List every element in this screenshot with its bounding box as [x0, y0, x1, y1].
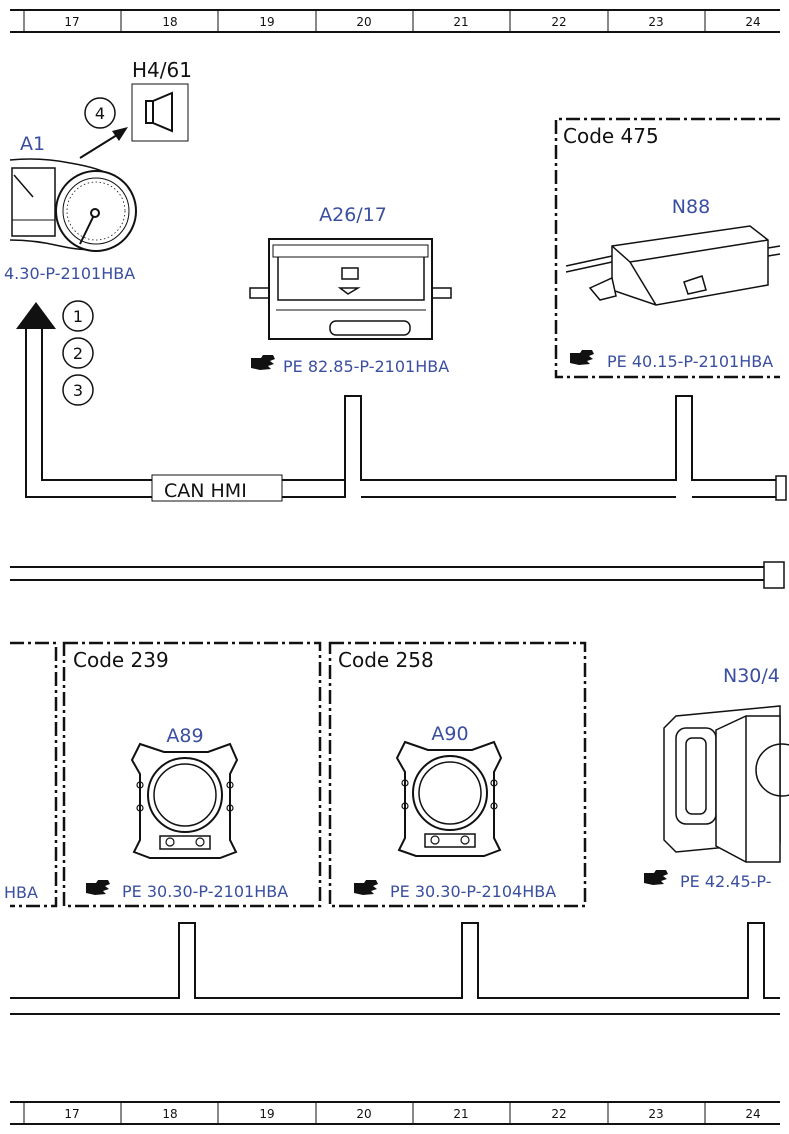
n30-4-module-icon	[663, 705, 789, 863]
code-258-box: Code 258	[328, 641, 587, 908]
ruler-col-18-bottom: 18	[162, 1107, 177, 1121]
n30-4-label: N30/4	[723, 665, 780, 687]
a90-speaker-icon	[395, 740, 503, 857]
ruler-col-24: 24	[745, 15, 760, 29]
svg-text:PE 42.45-P-: PE 42.45-P-	[680, 872, 772, 891]
svg-text:1: 1	[73, 307, 83, 326]
n88-label: N88	[672, 196, 710, 218]
pointing-hand-icon	[644, 870, 668, 885]
ruler-col-17: 17	[64, 15, 79, 29]
svg-text:4: 4	[95, 104, 105, 123]
left-ref[interactable]: HBA	[4, 883, 38, 902]
code-239-box: Code 239	[62, 641, 322, 908]
a89-ref[interactable]: PE 30.30-P-2101HBA	[86, 880, 288, 901]
ruler-col-17-bottom: 17	[64, 1107, 79, 1121]
a89-label: A89	[166, 725, 203, 747]
callout-1: 1	[62, 300, 94, 332]
ruler-col-21-bottom: 21	[453, 1107, 468, 1121]
pointing-hand-icon	[251, 355, 275, 370]
ruler-col-24-bottom: 24	[745, 1107, 760, 1121]
ruler-col-20: 20	[356, 15, 371, 29]
a1-label: A1	[20, 133, 45, 155]
ruler-col-23: 23	[648, 15, 663, 29]
a1-ref[interactable]: 4.30-P-2101HBA	[4, 264, 135, 283]
svg-text:PE 40.15-P-2101HBA: PE 40.15-P-2101HBA	[607, 352, 773, 371]
ruler-col-22-bottom: 22	[551, 1107, 566, 1121]
top-ruler: 17 18 19 20 21 22 23 24	[10, 9, 780, 33]
code-258-title: Code 258	[338, 648, 434, 672]
n88-ref[interactable]: PE 40.15-P-2101HBA	[570, 350, 773, 371]
a26-17-label: A26/17	[319, 204, 387, 226]
arrow-to-speaker	[79, 127, 128, 159]
radio-unit-icon	[249, 238, 452, 340]
bottom-ruler: 17 18 19 20 21 22 23 24	[10, 1101, 780, 1125]
pointing-hand-icon	[570, 350, 594, 365]
ruler-col-20-bottom: 20	[356, 1107, 371, 1121]
ruler-col-18: 18	[162, 15, 177, 29]
svg-text:PE 30.30-P-2104HBA: PE 30.30-P-2104HBA	[390, 882, 556, 901]
svg-text:2: 2	[73, 344, 83, 363]
callout-4: 4	[84, 97, 116, 129]
svg-text:3: 3	[73, 381, 83, 400]
svg-text:PE 30.30-P-2101HBA: PE 30.30-P-2101HBA	[122, 882, 288, 901]
instrument-cluster-icon	[9, 158, 137, 252]
n30-4-ref[interactable]: PE 42.45-P-	[644, 870, 772, 891]
a90-ref[interactable]: PE 30.30-P-2104HBA	[354, 880, 556, 901]
bottom-bus	[10, 922, 780, 1015]
can-hmi-bus	[16, 302, 780, 498]
h4-61-label: H4/61	[132, 58, 192, 82]
can-hmi-stubs	[282, 475, 787, 501]
ruler-col-22: 22	[551, 15, 566, 29]
a90-label: A90	[431, 723, 468, 745]
can-hmi-label-box: CAN HMI	[151, 474, 283, 502]
callout-2: 2	[62, 337, 94, 369]
ruler-col-19-bottom: 19	[259, 1107, 274, 1121]
callout-3: 3	[62, 374, 94, 406]
middle-bus	[10, 561, 785, 589]
pointing-hand-icon	[354, 880, 378, 895]
code-239-title: Code 239	[73, 648, 169, 672]
ruler-col-19: 19	[259, 15, 274, 29]
svg-text:PE 82.85-P-2101HBA: PE 82.85-P-2101HBA	[283, 357, 449, 376]
ruler-col-23-bottom: 23	[648, 1107, 663, 1121]
speaker-icon	[131, 83, 189, 142]
code-475-title: Code 475	[563, 124, 659, 148]
left-partial-box	[10, 641, 58, 908]
ruler-col-21: 21	[453, 15, 468, 29]
a89-speaker-icon	[130, 742, 239, 859]
n88-module-icon	[565, 225, 781, 306]
svg-text:CAN HMI: CAN HMI	[164, 480, 247, 502]
pointing-hand-icon	[86, 880, 110, 895]
a26-17-ref[interactable]: PE 82.85-P-2101HBA	[251, 355, 449, 376]
code-475-box: Code 475	[554, 117, 780, 379]
